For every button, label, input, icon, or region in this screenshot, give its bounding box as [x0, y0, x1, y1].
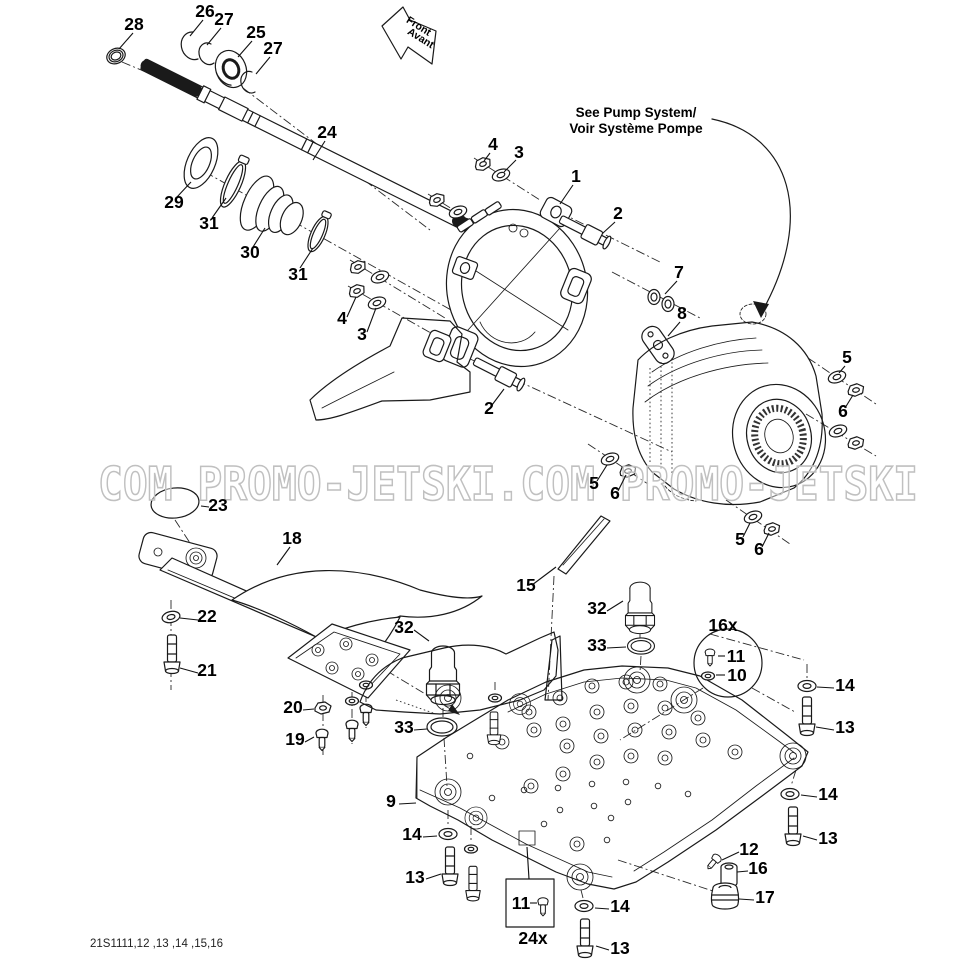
- callout-13-left: 13: [405, 867, 425, 887]
- callout-6-bottom: 6: [754, 539, 764, 559]
- footer-part-code: 21S1111,12 ,13 ,14 ,15,16: [90, 938, 223, 950]
- callout-11-circle: 11: [727, 646, 746, 666]
- callout-29: 29: [164, 192, 184, 212]
- callout-16x: 16x: [708, 615, 737, 635]
- clamp-31-front: [219, 154, 250, 208]
- callout-32-left: 32: [394, 617, 414, 637]
- callout-31-front: 31: [199, 213, 219, 233]
- cap-23: [150, 487, 200, 519]
- callout-4-top: 4: [488, 134, 498, 154]
- callout-5-bottom: 5: [735, 529, 745, 549]
- callout-labels: 28 26 27 25 27 24 29 31 30 31 4 3 1 2 7 …: [124, 1, 855, 958]
- callout-33-left: 33: [394, 717, 414, 737]
- ride-plate: [359, 631, 809, 891]
- qty-16x-group: [693, 628, 763, 698]
- watermark-text: COM PROMO-JETSKI.COM PROMO-JETSKI: [98, 457, 918, 511]
- callout-14-right-a: 14: [835, 675, 855, 695]
- circlip-26: [180, 31, 199, 61]
- callout-15: 15: [516, 575, 536, 595]
- front-direction-arrow: Front Avant: [381, 6, 437, 65]
- engine-support-bracket: [309, 317, 471, 421]
- callout-4-left: 4: [337, 308, 347, 328]
- sensor-32-left: [425, 645, 461, 706]
- callout-18: 18: [282, 528, 302, 548]
- callout-32-right: 32: [587, 598, 607, 618]
- callout-24x: 24x: [518, 928, 547, 948]
- callout-25: 25: [246, 22, 266, 42]
- pump-note-line2: Voir Système Pompe: [569, 121, 703, 136]
- callout-6-left: 6: [610, 483, 620, 503]
- callout-31-rear: 31: [288, 264, 308, 284]
- oring-33-right: [626, 637, 656, 655]
- grommet-17: [710, 882, 740, 910]
- pto-seal-nut: [106, 47, 126, 65]
- plate-screw-holes: [466, 674, 743, 852]
- callout-26: 26: [195, 1, 215, 21]
- pump-note-line1: See Pump System/: [576, 105, 697, 120]
- callout-28: 28: [124, 14, 144, 34]
- pump-reference-arrow: [711, 118, 791, 311]
- callout-2-lower: 2: [484, 398, 494, 418]
- callout-9: 9: [386, 791, 396, 811]
- callout-14-bottom: 14: [610, 896, 630, 916]
- callout-21: 21: [197, 660, 217, 680]
- callout-7: 7: [674, 262, 684, 282]
- callout-10: 10: [727, 665, 747, 685]
- ring-27-rear: [240, 70, 256, 94]
- sensor-tube-15: [557, 515, 611, 575]
- callout-16: 16: [748, 858, 768, 878]
- callout-1: 1: [571, 166, 581, 186]
- damper-ring-29: [183, 137, 219, 189]
- rings-7: [647, 288, 675, 313]
- callout-30: 30: [240, 242, 260, 262]
- bolt-2-upper: [558, 215, 612, 250]
- ring-27-front: [198, 42, 215, 66]
- callout-3-left: 3: [357, 324, 367, 344]
- pump-reference-arrowhead: [753, 301, 769, 318]
- callout-27-front: 27: [214, 9, 233, 29]
- callout-12: 12: [739, 839, 759, 859]
- jet-pump-housing: [632, 303, 827, 506]
- sensor-32-right: [624, 581, 656, 635]
- engine-support-rail-18: [138, 531, 483, 699]
- callout-14-right-b: 14: [818, 784, 838, 804]
- bearing-25: [214, 49, 248, 89]
- boot-30: [239, 175, 304, 236]
- callout-3-top: 3: [514, 142, 524, 162]
- callout-13-right-b: 13: [818, 828, 838, 848]
- callout-33-right: 33: [587, 635, 607, 655]
- callout-11-box: 11: [512, 893, 531, 913]
- callout-5-left: 5: [589, 473, 599, 493]
- callout-leader-lines: [118, 19, 854, 951]
- bolt-2-lower: [472, 357, 526, 392]
- pto-housing: [441, 196, 592, 368]
- callout-17: 17: [755, 887, 774, 907]
- callout-2-upper: 2: [613, 203, 623, 223]
- callout-23: 23: [208, 495, 228, 515]
- callout-13-bottom: 13: [610, 938, 630, 958]
- callout-24: 24: [317, 122, 337, 142]
- callout-5-right-top: 5: [842, 347, 852, 367]
- callout-22: 22: [197, 606, 217, 626]
- callout-27-rear: 27: [263, 38, 282, 58]
- callout-14-left: 14: [402, 824, 422, 844]
- callout-13-right-a: 13: [835, 717, 855, 737]
- callout-8: 8: [677, 303, 687, 323]
- qty-24x-group: [505, 846, 555, 928]
- fasteners-21-22: [160, 609, 182, 675]
- callout-19: 19: [285, 729, 305, 749]
- clamp-31-rear: [307, 210, 332, 253]
- callout-20: 20: [283, 697, 303, 717]
- hole-type-marker: [518, 830, 536, 846]
- callout-6-right-top: 6: [838, 401, 848, 421]
